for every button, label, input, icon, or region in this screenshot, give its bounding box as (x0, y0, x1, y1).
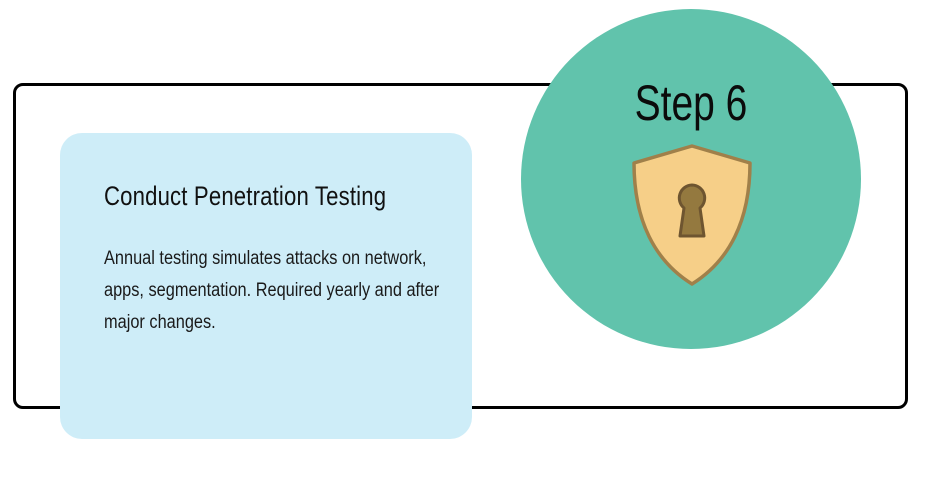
step-badge-circle: Step 6 (521, 9, 861, 349)
shield-keyhole-icon (632, 144, 752, 286)
step-description-card: Conduct Penetration Testing Annual testi… (60, 133, 472, 439)
step-number-label: Step 6 (634, 75, 748, 131)
step-title: Conduct Penetration Testing (104, 181, 387, 211)
step-description: Annual testing simulates attacks on netw… (104, 248, 440, 333)
